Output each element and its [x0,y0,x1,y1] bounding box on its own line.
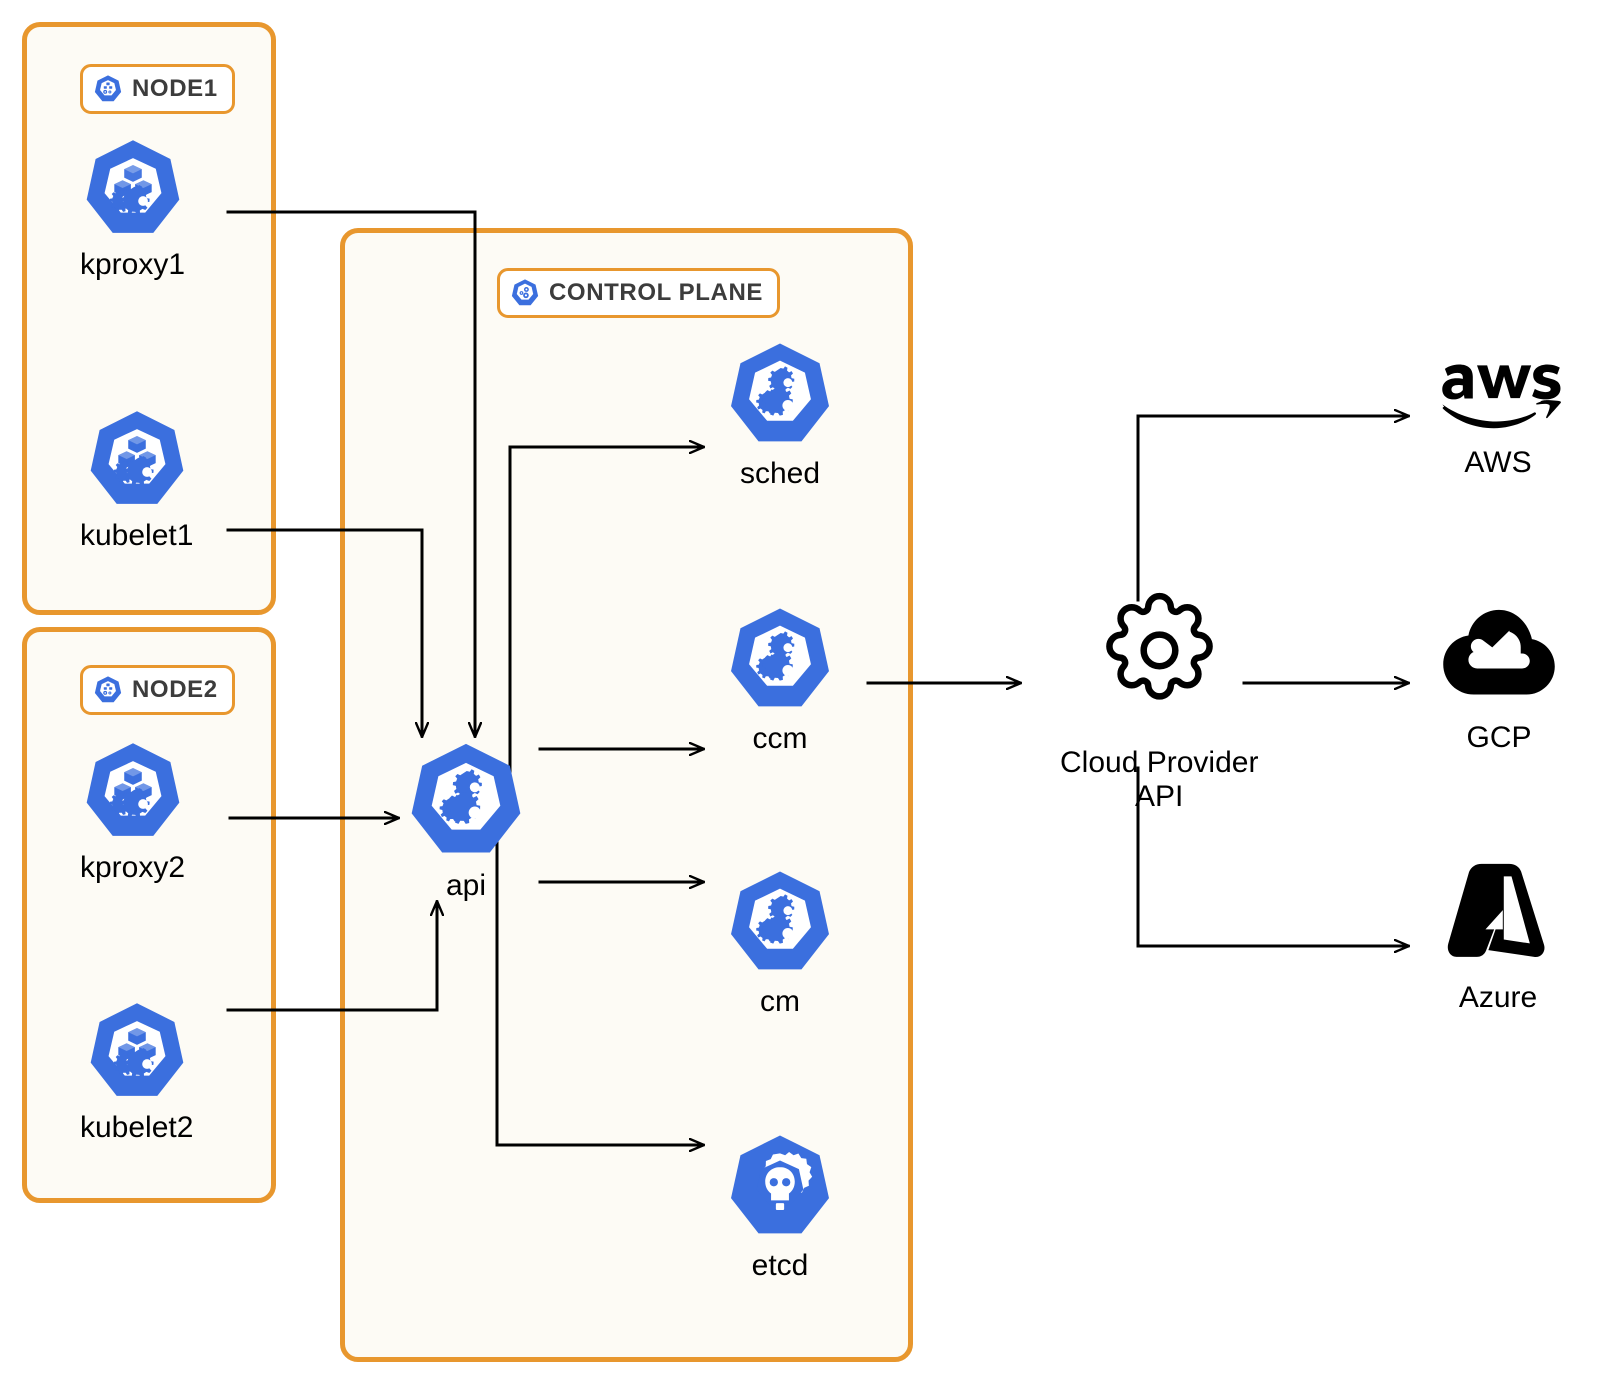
provider-label: Azure [1458,981,1538,1014]
provider-label: AWS [1464,446,1532,479]
node-cm[interactable]: cm [725,868,835,1018]
kubernetes-node-icon [94,75,122,102]
kube-scheduler-icon [731,343,829,442]
node-label: api [445,869,487,902]
node-kubelet2[interactable]: kubelet2 [80,1000,193,1144]
node-label: kproxy1 [80,248,186,281]
kubelet-icon [90,411,184,504]
cloud-provider-api[interactable]: Cloud Provider API [1060,583,1258,814]
etcd-icon [731,1135,829,1234]
node-label: cm [760,985,800,1018]
node-sched[interactable]: sched [725,340,835,490]
gear-icon [1105,592,1213,700]
controller-manager-icon [731,871,829,970]
node-label: kubelet2 [80,1111,194,1144]
kubernetes-node-icon [94,676,122,703]
gcp-cloud-logo-icon [1443,609,1555,695]
edge-cloud-provider-api-aws [1136,416,1408,602]
node-kubelet1[interactable]: kubelet1 [80,408,193,552]
provider-azure[interactable]: Azure [1442,860,1554,1014]
cloud-provider-api-label: Cloud Provider API [1060,746,1259,814]
kube-apiserver-icon [411,743,521,853]
aws-logo-icon [1442,364,1561,429]
kubernetes-control-plane-icon [511,279,539,306]
kubelet-icon [90,1003,184,1096]
azure-logo-icon [1447,863,1545,958]
provider-gcp[interactable]: GCP [1440,608,1558,754]
cloud-controller-manager-icon [731,608,829,707]
group-badge-label: NODE2 [132,676,218,703]
node-label: kubelet1 [80,519,194,552]
group-badge-node1[interactable]: NODE1 [80,64,235,114]
provider-label: GCP [1466,721,1532,754]
node-label: sched [739,457,821,490]
group-badge-control-plane[interactable]: CONTROL PLANE [497,268,781,318]
group-badge-label: CONTROL PLANE [549,279,764,306]
node-etcd[interactable]: etcd [725,1132,835,1282]
kube-proxy-icon [86,140,179,233]
node-label: ccm [752,722,808,755]
node-kproxy2[interactable]: kproxy2 [80,740,185,884]
group-badge-label: NODE1 [132,75,218,102]
node-label: etcd [751,1249,809,1282]
group-badge-node2[interactable]: NODE2 [80,665,235,715]
provider-aws[interactable]: AWS [1428,345,1568,479]
kube-proxy-icon [86,743,179,836]
node-label: kproxy2 [80,851,186,884]
node-kproxy1[interactable]: kproxy1 [80,137,185,281]
node-ccm[interactable]: ccm [725,605,835,755]
node-api[interactable]: api [405,740,527,902]
